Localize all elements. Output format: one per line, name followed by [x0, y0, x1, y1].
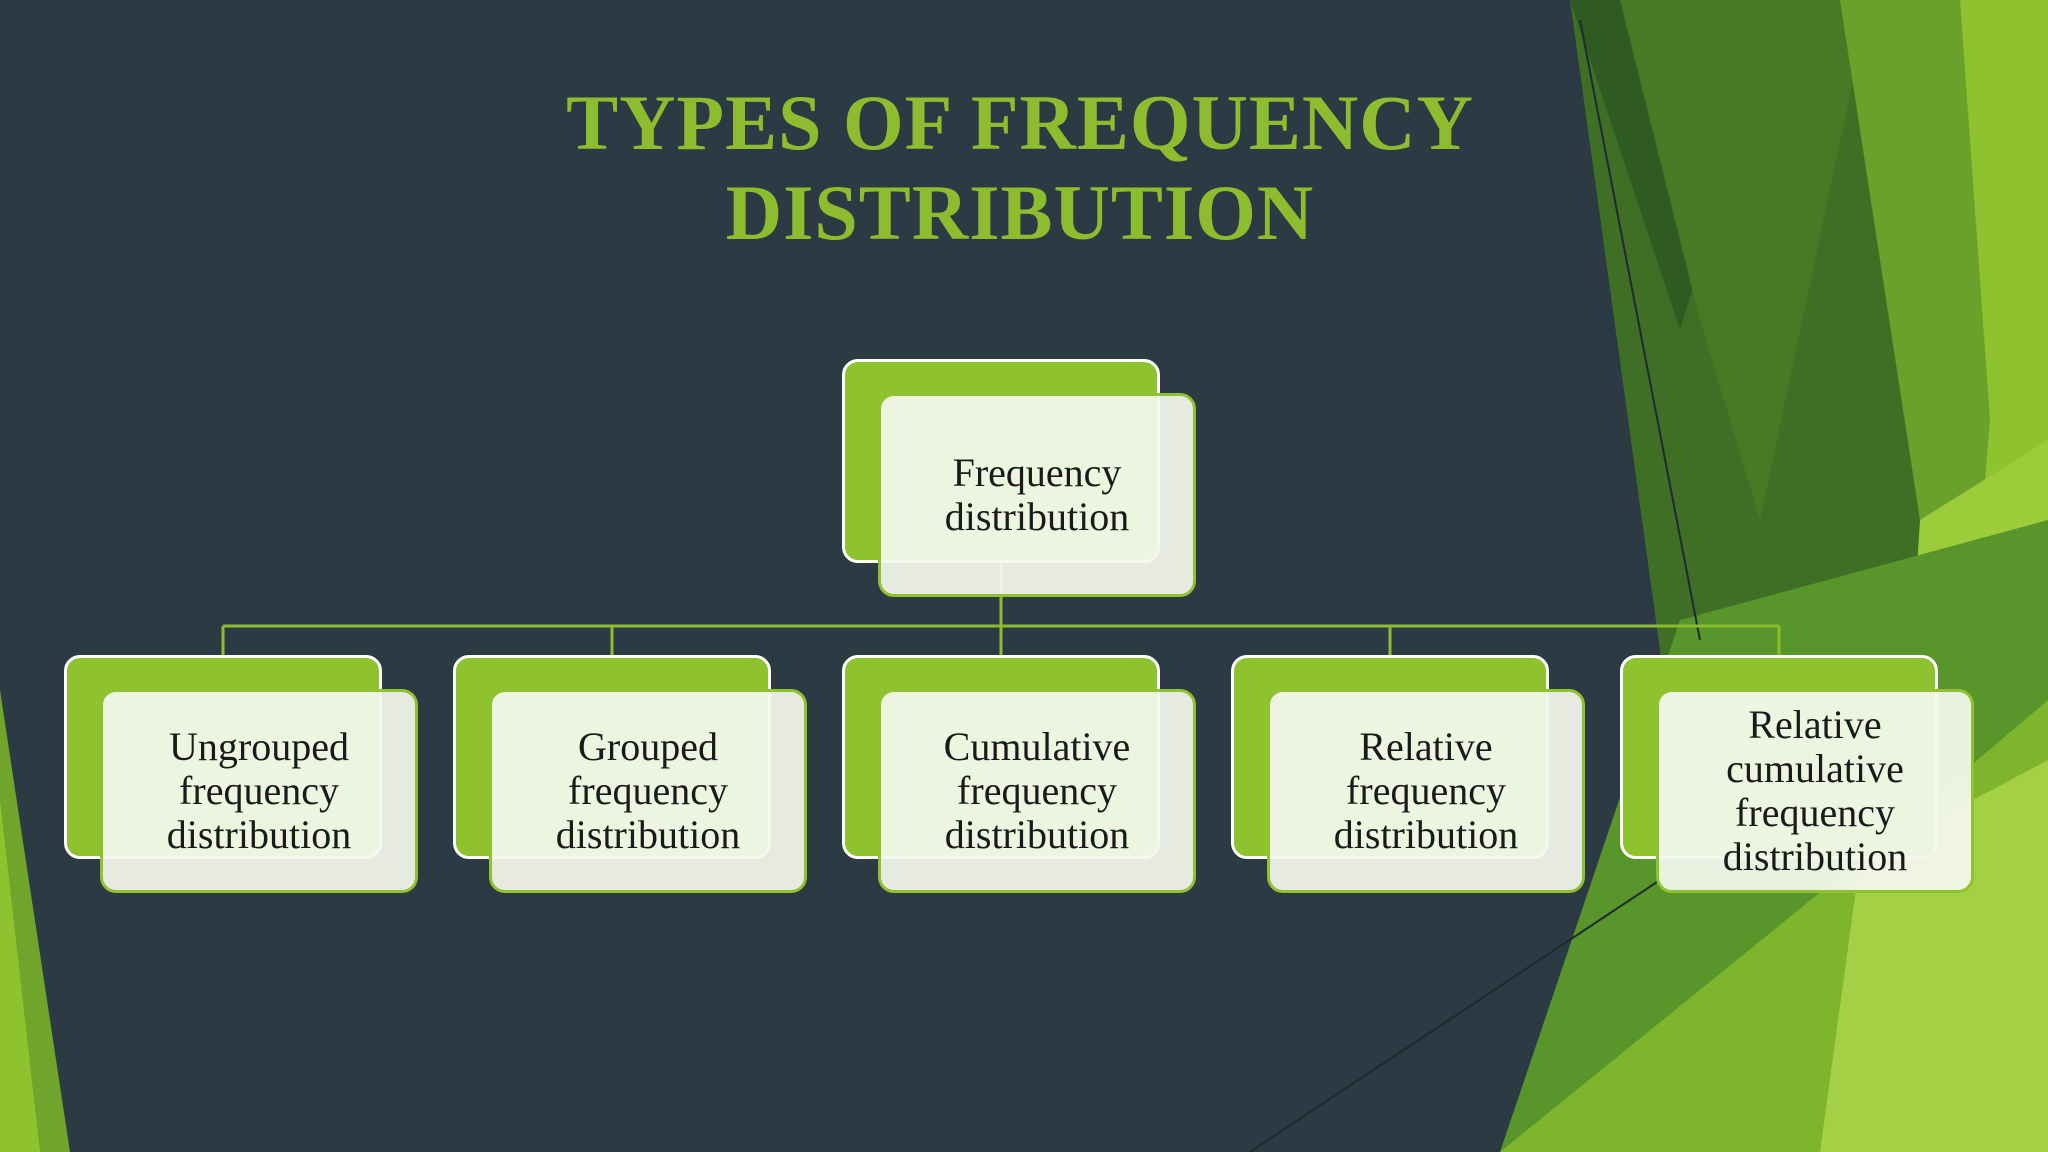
child-node-front: Relative cumulative frequency distributi… [1656, 689, 1974, 893]
child-node-label: Ungrouped frequency distribution [166, 724, 352, 857]
child-node-label: Relative frequency distribution [1333, 724, 1519, 857]
child-node-front: Grouped frequency distribution [489, 689, 807, 893]
child-node-label: Relative cumulative frequency distributi… [1722, 702, 1908, 879]
child-node-front: Cumulative frequency distribution [878, 689, 1196, 893]
title-line-2: DISTRIBUTION [725, 169, 1315, 256]
child-node-front: Relative frequency distribution [1267, 689, 1585, 893]
child-node-label: Grouped frequency distribution [555, 724, 741, 857]
title-line-1: TYPES OF FREQUENCY [566, 79, 1474, 166]
root-node-front: Frequency distribution [878, 393, 1196, 597]
slide-title: TYPES OF FREQUENCY DISTRIBUTION [420, 78, 1620, 258]
child-node-front: Ungrouped frequency distribution [100, 689, 418, 893]
child-node-label: Cumulative frequency distribution [943, 724, 1131, 857]
root-node-label: Frequency distribution [944, 450, 1130, 539]
